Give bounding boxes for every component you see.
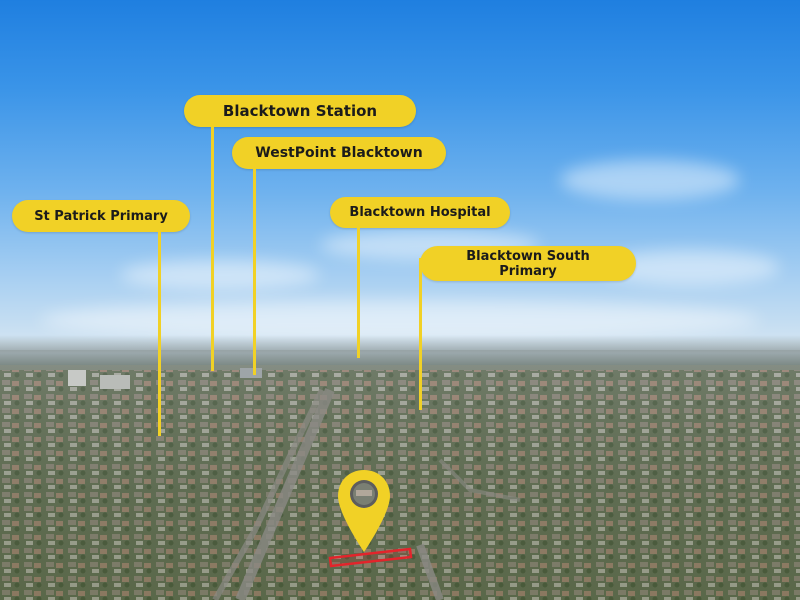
sky: [0, 0, 800, 350]
cloud: [600, 250, 780, 285]
cloud: [40, 300, 760, 340]
suburb-texture: [0, 368, 800, 600]
property-outline: [328, 547, 413, 568]
cloud: [560, 160, 740, 200]
cloud: [120, 260, 320, 290]
cloud: [320, 230, 540, 260]
map-pin-icon: [338, 470, 390, 552]
horizon: [0, 335, 800, 365]
